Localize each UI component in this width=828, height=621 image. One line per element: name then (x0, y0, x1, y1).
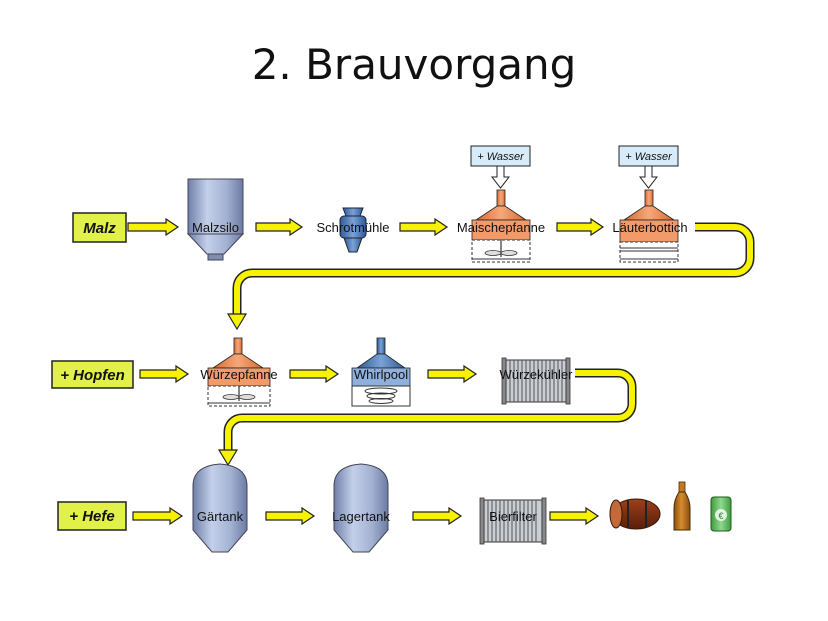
station-label: Bierfilter (489, 509, 537, 524)
input-hopfen: + Hopfen (51, 360, 134, 389)
connector-row1-arrowhead (226, 313, 248, 331)
flow-arrow (289, 364, 340, 384)
flow-arrow (399, 217, 449, 237)
maischepfanne: Maischepfanne (457, 189, 545, 263)
input-hefe-label: + Hefe (69, 508, 114, 525)
water-input-maischepfanne: + Wasser (470, 145, 531, 189)
station-label: Würzekühler (500, 367, 574, 382)
flow-arrow (132, 506, 184, 526)
wuerzekuehler: Würzekühler (500, 357, 574, 405)
whirlpool: Whirlpool (351, 337, 411, 407)
page-title: 2. Brauvorgang (251, 40, 577, 89)
flow-arrow (139, 364, 190, 384)
input-hefe: + Hefe (57, 501, 127, 531)
station-label: Malzsilo (192, 220, 239, 235)
flow-arrow (265, 506, 316, 526)
input-malz: Malz (72, 212, 127, 243)
station-label: Schrotmühle (317, 220, 390, 235)
station-label: Läuterbottich (612, 220, 687, 235)
flow-arrow (255, 217, 304, 237)
station-label: Maischepfanne (457, 220, 545, 235)
connector-row2-arrowhead (217, 449, 239, 467)
gaertank: Gärtank (192, 463, 248, 553)
station-label: Lagertank (332, 509, 390, 524)
water-input-laeuterbottich: + Wasser (618, 145, 679, 189)
barrel-icon (609, 498, 661, 530)
station-label: Würzepfanne (200, 367, 277, 382)
connector-row2-to-row3 (223, 368, 637, 452)
station-label: Whirlpool (354, 367, 408, 382)
wuerzepfanne: Würzepfanne (200, 337, 278, 407)
bierfilter: Bierfilter (479, 497, 547, 545)
lagertank: Lagertank (332, 463, 390, 553)
flow-arrow (556, 217, 605, 237)
malzsilo: Malzsilo (186, 178, 245, 261)
flow-arrow (412, 506, 463, 526)
flow-arrow (549, 506, 600, 526)
water-label: + Wasser (477, 151, 525, 163)
laeuterbottich: Läuterbottich (612, 189, 688, 263)
station-label: Gärtank (197, 509, 244, 524)
input-hopfen-label: + Hopfen (60, 367, 125, 384)
beer-bottle-icon (673, 481, 691, 531)
beer-can-icon: € (710, 496, 732, 532)
schrotmuehle: Schrotmühle (317, 207, 390, 253)
svg-text:€: € (718, 511, 723, 521)
water-label: + Wasser (625, 151, 673, 163)
input-malz-label: Malz (83, 220, 116, 237)
flow-arrow (427, 364, 478, 384)
flow-arrow (127, 217, 180, 237)
